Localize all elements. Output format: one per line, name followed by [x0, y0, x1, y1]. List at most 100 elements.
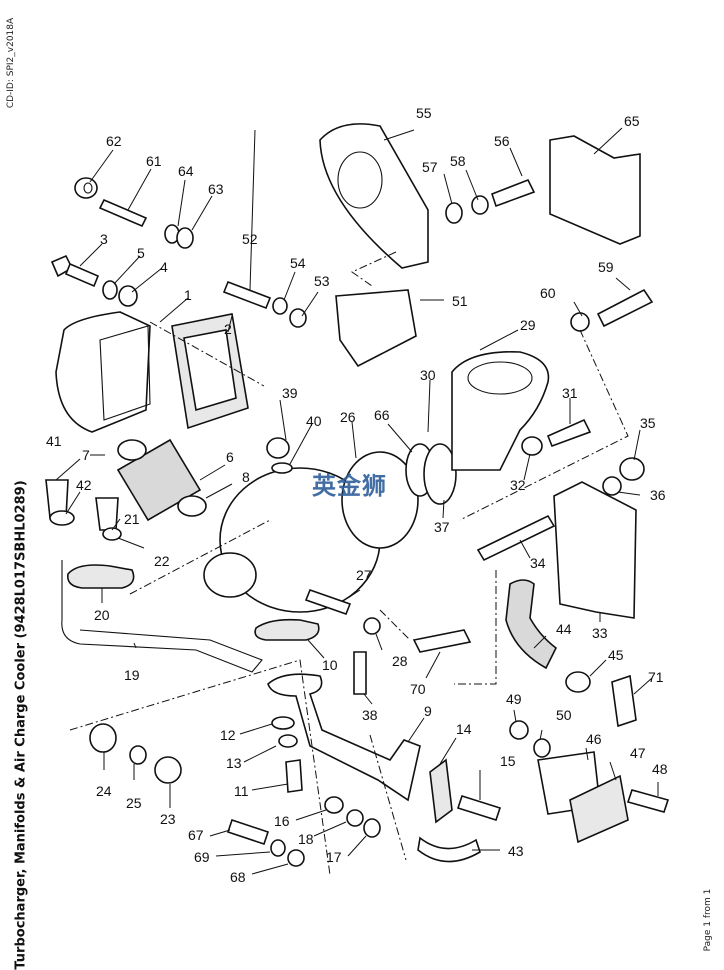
callout-55: 55	[416, 105, 432, 121]
callout-27: 27	[356, 567, 372, 583]
callout-69: 69	[194, 849, 210, 865]
callout-43: 43	[508, 843, 524, 859]
callout-18: 18	[298, 831, 314, 847]
callout-52: 52	[242, 231, 258, 247]
callout-54: 54	[290, 255, 306, 271]
part-21-bolt	[95, 497, 119, 531]
part-35-nut	[619, 457, 645, 481]
part-67-bolt	[226, 818, 270, 846]
callout-30: 30	[420, 367, 436, 383]
part-61-stud	[98, 198, 148, 228]
callout-40: 40	[306, 413, 322, 429]
part-38-stud	[353, 651, 367, 695]
part-5-washer	[102, 280, 118, 300]
part-60-washer	[570, 312, 590, 332]
callout-71: 71	[648, 669, 664, 685]
part-70-flange	[412, 629, 472, 653]
part-45-clamp	[565, 671, 591, 693]
part-1-elbow	[55, 311, 151, 433]
part-56-bolt	[491, 178, 536, 208]
callout-45: 45	[608, 647, 624, 663]
part-36-washer	[602, 476, 622, 496]
callout-39: 39	[282, 385, 298, 401]
alignment-lines	[69, 251, 629, 876]
part-17-washer	[363, 818, 381, 838]
part-25-plug	[129, 745, 147, 765]
callout-36: 36	[650, 487, 666, 503]
part-42-washer	[49, 510, 75, 526]
callout-21: 21	[124, 511, 140, 527]
part-19-pipe	[61, 560, 263, 673]
callout-8: 8	[242, 469, 250, 485]
part-6-hose	[116, 438, 202, 522]
callout-23: 23	[160, 811, 176, 827]
part-71-flange	[611, 674, 637, 728]
part-3-bolt	[64, 262, 100, 288]
part-22-washer	[102, 527, 122, 541]
callout-70: 70	[410, 681, 426, 697]
callout-22: 22	[154, 553, 170, 569]
callout-64: 64	[178, 163, 194, 179]
part-7-clamp	[117, 439, 147, 461]
part-28-washer	[363, 617, 381, 635]
part-69-washer	[270, 839, 286, 857]
callout-4: 4	[160, 259, 168, 275]
part-34-stud	[476, 514, 556, 562]
callout-58: 58	[450, 153, 466, 169]
callout-2: 2	[224, 321, 232, 337]
part-9-pipe	[267, 673, 421, 802]
callout-26: 26	[340, 409, 356, 425]
part-57-washer	[445, 202, 463, 224]
part-14-gasket	[429, 758, 453, 824]
part-33-bracket	[553, 481, 637, 619]
callout-10: 10	[322, 657, 338, 673]
callout-24: 24	[96, 783, 112, 799]
leader-lines	[55, 127, 659, 875]
callout-67: 67	[188, 827, 204, 843]
part-30-clamp	[423, 443, 457, 505]
part-drawings	[45, 123, 670, 867]
callout-12: 12	[220, 727, 236, 743]
callout-32: 32	[510, 477, 526, 493]
callout-59: 59	[598, 259, 614, 275]
callout-28: 28	[392, 653, 408, 669]
callout-7: 7	[82, 447, 90, 463]
part-40-washer	[271, 462, 293, 474]
callout-3: 3	[100, 231, 108, 247]
part-16-nut	[324, 796, 344, 814]
callout-34: 34	[530, 555, 546, 571]
callout-31: 31	[562, 385, 578, 401]
part-59-bolt	[596, 288, 654, 328]
part-4-washer	[118, 285, 138, 307]
callout-20: 20	[94, 607, 110, 623]
part-68-washer	[287, 849, 305, 867]
callout-35: 35	[640, 415, 656, 431]
part-29-elbow	[451, 351, 550, 471]
part-23-union	[154, 756, 182, 784]
callout-6: 6	[226, 449, 234, 465]
callout-11: 11	[234, 783, 249, 799]
part-11-bolt	[285, 759, 303, 793]
callout-66: 66	[374, 407, 390, 423]
part-32-washer	[521, 436, 543, 456]
part-20-gasket	[66, 564, 135, 589]
part-18-washer	[346, 809, 364, 827]
part-47-gasket	[569, 774, 629, 844]
callout-14: 14	[456, 721, 472, 737]
callout-48: 48	[652, 761, 668, 777]
part-55-flange-plate	[319, 123, 429, 269]
callout-labels: 62 61 64 63 3 5 4 1 2 39 40 6 7 8 41 42 …	[46, 105, 668, 885]
part-26-flange	[341, 451, 419, 549]
part-15-stud	[456, 795, 502, 821]
callout-51: 51	[452, 293, 468, 309]
callout-9: 9	[424, 703, 432, 719]
callout-65: 65	[624, 113, 640, 129]
part-8-clamp	[177, 495, 207, 517]
part-12-washer	[271, 716, 295, 730]
part-48-stud	[626, 789, 670, 813]
part-50-washer	[533, 738, 551, 758]
part-53-washer	[289, 308, 307, 328]
part-51-bracket	[335, 289, 417, 368]
callout-37: 37	[434, 519, 450, 535]
